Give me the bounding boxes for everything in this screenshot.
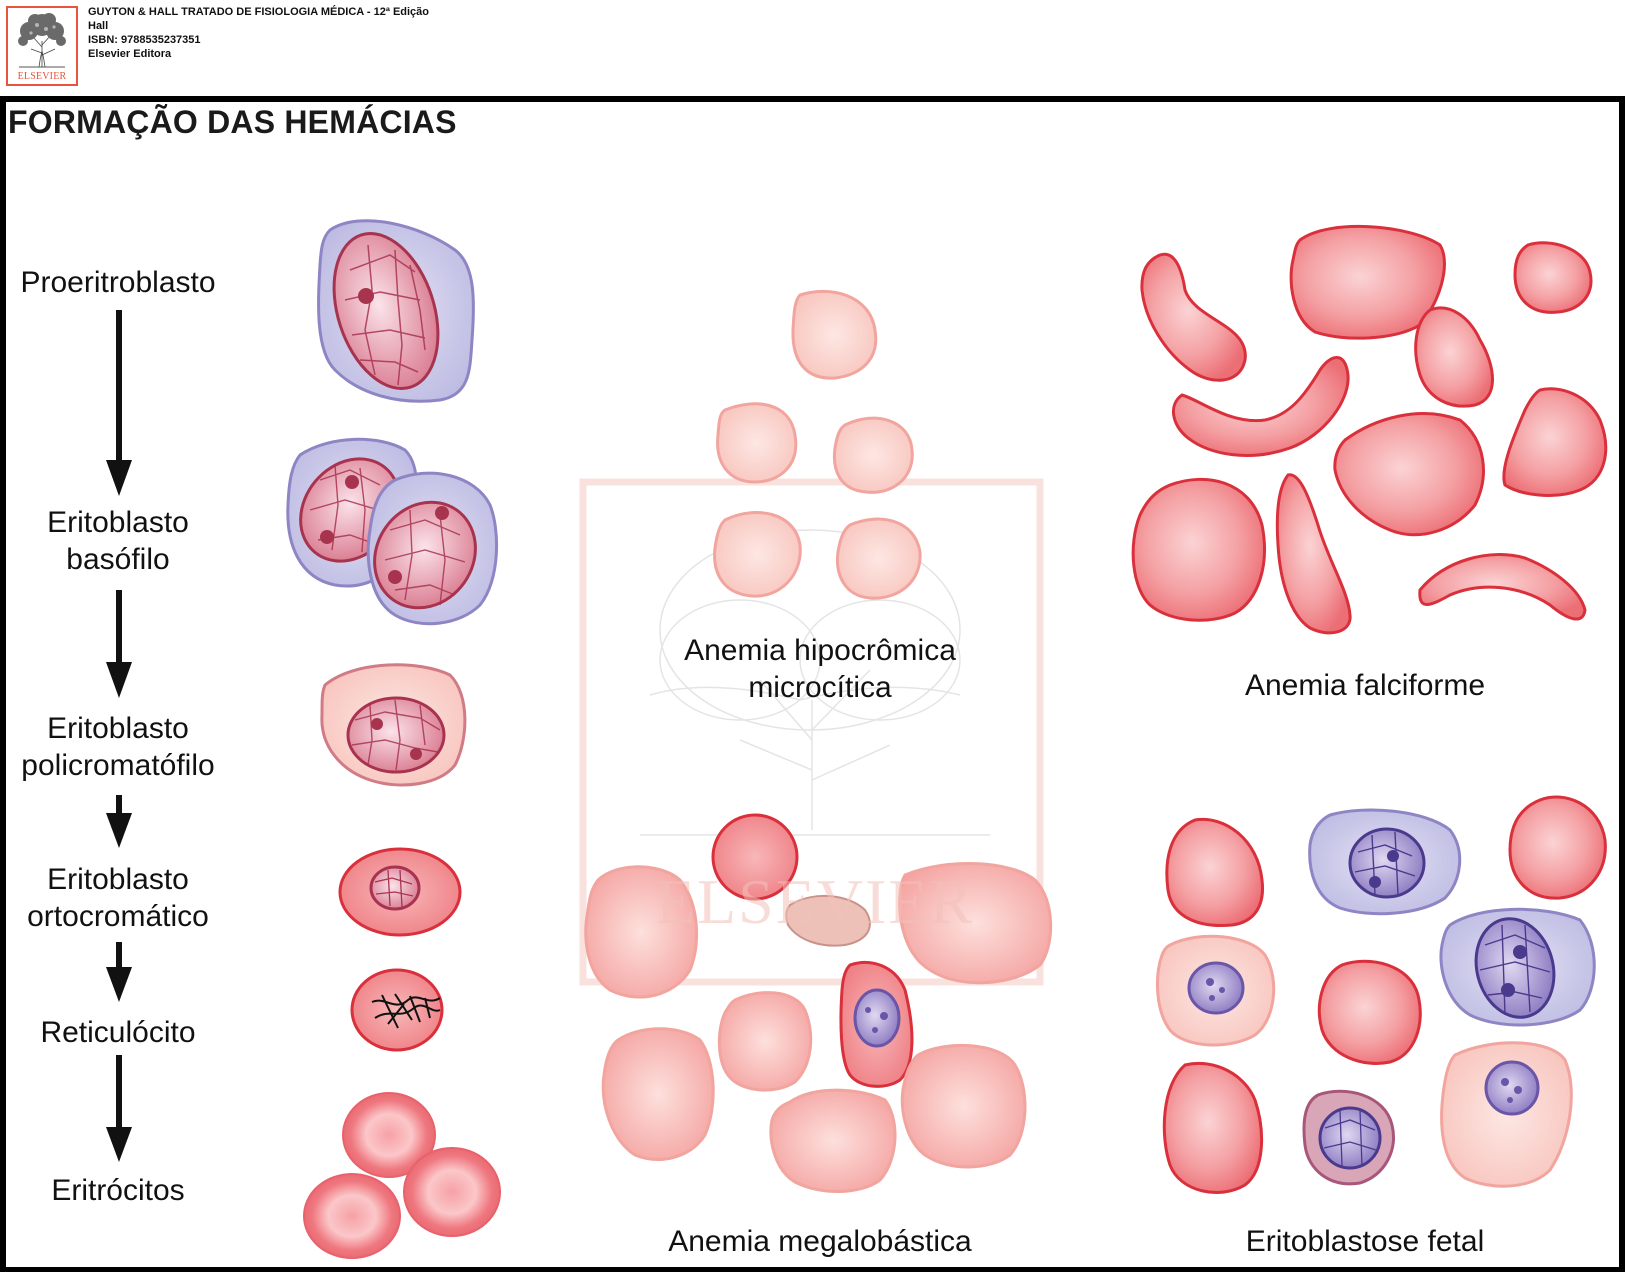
hypochromic-microcytic-cells <box>713 289 922 600</box>
elsevier-logo: ELSEVIER <box>6 6 78 86</box>
book-isbn: ISBN: 9788535237351 <box>88 34 201 46</box>
stage-label-basophilic-erythroblast: Eritoblasto basófilo <box>47 506 189 576</box>
panel-label-megaloblastic-anemia: Anemia megalobástica <box>668 1225 972 1258</box>
stage-label-orthochromatic-erythroblast: Eritoblasto ortocromático <box>27 863 209 933</box>
logo-wordmark: ELSEVIER <box>17 71 67 82</box>
watermark-wordmark: ELSEVIER <box>655 866 975 937</box>
fetal-erythroblastosis-cells <box>1155 795 1607 1194</box>
basophilic-erythroblast-cells <box>286 437 498 626</box>
book-title: GUYTON & HALL TRATADO DE FISIOLOGIA MÉDI… <box>88 6 430 18</box>
erythrocyte-cells <box>303 1092 501 1259</box>
elsevier-watermark <box>579 478 1044 986</box>
stage-label-proerythroblast: Proeritroblasto <box>20 266 216 299</box>
stage-label-reticulocyte: Reticulócito <box>40 1016 196 1049</box>
sickle-cells <box>1131 224 1608 635</box>
panel-label-hypochromic-microcytic: Anemia hipocrômica microcítica <box>684 634 956 704</box>
megaloblastic-cells <box>584 813 1053 1193</box>
orthochromatic-erythroblast-cell <box>338 847 462 937</box>
reticulocyte-cell <box>350 968 444 1052</box>
tree-icon <box>18 13 66 68</box>
book-publisher: Elsevier Editora <box>88 48 172 60</box>
maturation-arrows <box>106 310 132 1162</box>
polychromatophil-erythroblast-cell <box>320 663 467 787</box>
panel-label-fetal-erythroblastosis: Eritoblastose fetal <box>1245 1225 1485 1258</box>
figure-title: FORMAÇÃO DAS HEMÁCIAS <box>8 104 457 140</box>
stage-label-erythrocytes: Eritrócitos <box>51 1174 185 1207</box>
book-info: GUYTON & HALL TRATADO DE FISIOLOGIA MÉDI… <box>88 5 429 61</box>
stage-label-polychromatophil-erythroblast: Eritoblasto policromatófilo <box>21 712 215 782</box>
proerythroblast-cell <box>317 219 475 403</box>
book-author: Hall <box>88 20 109 32</box>
panel-label-sickle-cell-anemia: Anemia falciforme <box>1244 669 1486 702</box>
book-header: ELSEVIER GUYTON & HALL TRATADO DE FISIOL… <box>0 0 1625 96</box>
